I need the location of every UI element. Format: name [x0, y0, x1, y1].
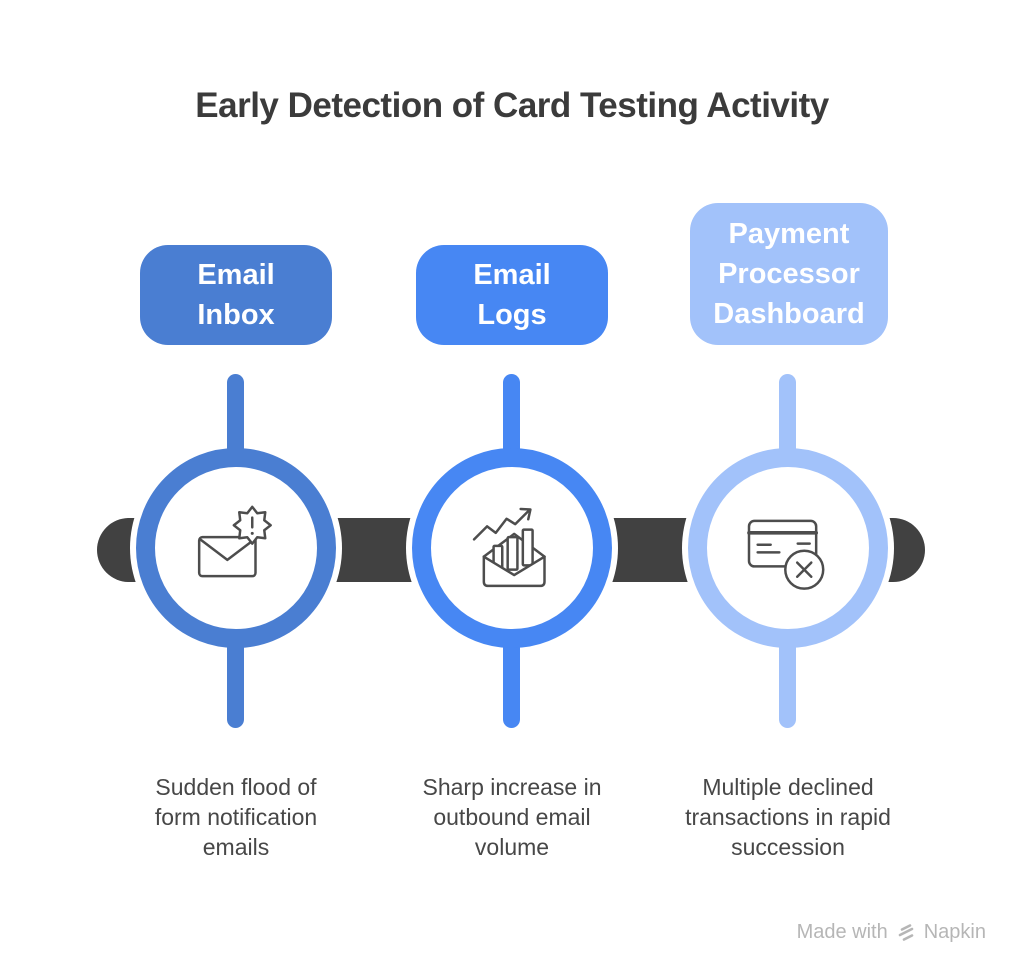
declined-card-icon [747, 519, 825, 590]
node-description: Multiple declined transactions in rapid … [685, 774, 891, 860]
node-label: Payment Processor Dashboard [713, 218, 865, 330]
node-label: Email Logs [473, 259, 551, 331]
email-volume-chart-icon [472, 507, 546, 588]
alert-email-icon [197, 505, 272, 578]
node-label-pill[interactable]: Email Logs [416, 245, 608, 345]
node-label-pill[interactable]: Payment Processor Dashboard [690, 203, 888, 345]
node-label: Email Inbox [197, 259, 275, 331]
made-with-napkin-credit[interactable]: Made with Napkin [797, 921, 986, 944]
napkin-brand-text: Napkin [923, 921, 986, 943]
connector-stem-top [503, 374, 520, 470]
napkin-logo-icon [898, 923, 914, 941]
node-circle[interactable] [136, 448, 336, 648]
connector-stem-top [779, 374, 796, 470]
node-circle[interactable] [412, 448, 612, 648]
made-with-text: Made with [796, 921, 888, 943]
node-description: Sharp increase in outbound email volume [422, 774, 602, 860]
connector-stem-top [227, 374, 244, 470]
page-title: Early Detection of Card Testing Activity [195, 86, 829, 125]
node-circle[interactable] [688, 448, 888, 648]
node-description: Sudden flood of form notification emails [154, 774, 318, 860]
node-label-pill[interactable]: Email Inbox [140, 245, 332, 345]
